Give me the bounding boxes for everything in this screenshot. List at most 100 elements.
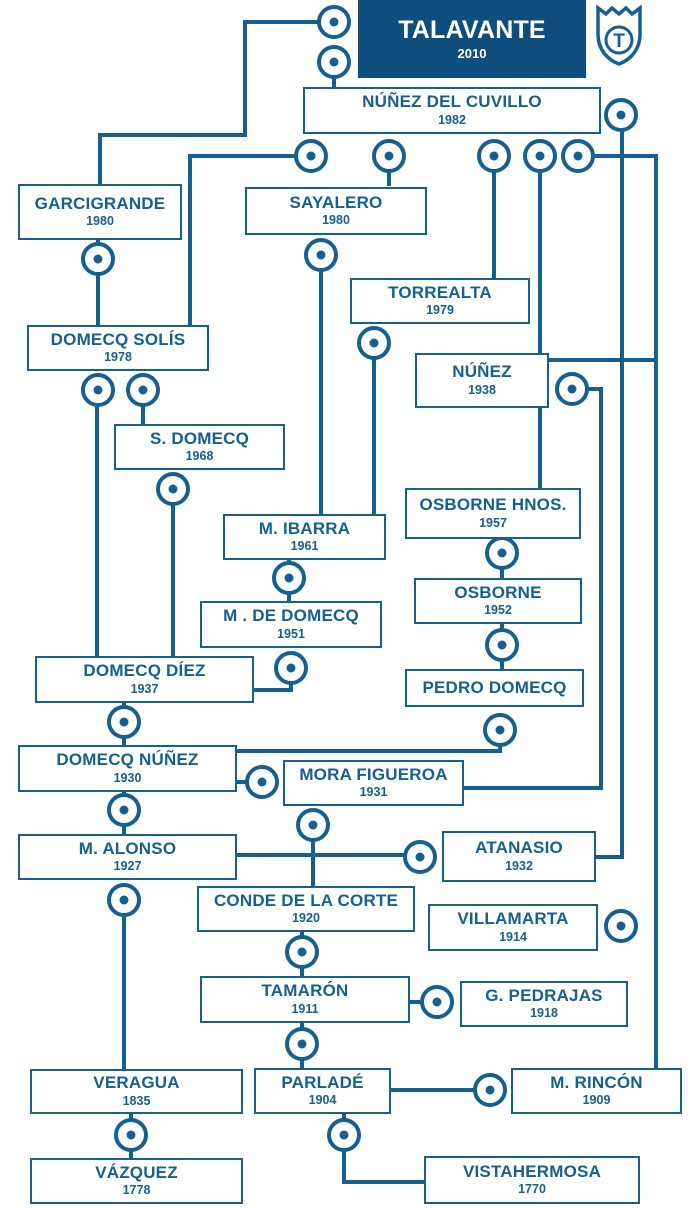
node-nunez-del-cuvillo: NÚÑEZ DEL CUVILLO 1982	[303, 87, 601, 134]
connector-node-center	[308, 820, 318, 830]
connector-node-center	[297, 947, 307, 957]
connector-node-center	[573, 151, 583, 161]
node-nunez: NÚÑEZ 1938	[415, 353, 549, 408]
node-name: NÚÑEZ	[452, 362, 512, 382]
connector-node-center	[138, 385, 148, 395]
node-m-de-domecq: M . DE DOMECQ 1951	[200, 601, 382, 648]
node-osborne: OSBORNE 1952	[414, 578, 582, 624]
connector-node-center	[257, 777, 267, 787]
node-parlade: PARLADÉ 1904	[254, 1068, 391, 1114]
node-year: 1980	[86, 214, 114, 229]
connector-node-center	[306, 151, 316, 161]
connector-node-center	[329, 57, 339, 67]
connector-node-center	[432, 997, 442, 1007]
connector-node-center	[495, 725, 505, 735]
shield-logo-icon: T	[596, 4, 642, 66]
node-year: 1778	[122, 1183, 151, 1198]
node-vazquez: VÁZQUEZ 1778	[30, 1158, 243, 1204]
node-name: VÁZQUEZ	[95, 1162, 178, 1182]
node-name: TAMARÓN	[261, 981, 349, 1001]
node-name: VILLAMARTA	[457, 909, 569, 929]
node-m-alonso: M. ALONSO 1927	[18, 834, 237, 880]
node-pedro-domecq: PEDRO DOMECQ	[405, 669, 584, 707]
node-domecq-diez: DOMECQ DÍEZ 1937	[35, 656, 254, 703]
node-year: 1927	[113, 859, 142, 874]
node-year: 1968	[185, 449, 214, 464]
connector-node-center	[567, 384, 577, 394]
node-year: 1930	[113, 770, 142, 785]
node-year: 1952	[484, 603, 512, 618]
node-name: DOMECQ DÍEZ	[83, 661, 206, 681]
svg-text:T: T	[613, 31, 625, 52]
node-year: 1904	[308, 1093, 337, 1108]
node-torrealta: TORREALTA 1979	[350, 278, 530, 324]
node-year: 1982	[438, 112, 466, 127]
node-name: VERAGUA	[93, 1073, 180, 1093]
node-name: OSBORNE	[454, 582, 542, 602]
connector-node-center	[535, 151, 545, 161]
node-year: 1978	[104, 350, 132, 365]
node-domecq-nunez: DOMECQ NÚÑEZ 1930	[18, 745, 237, 792]
connector-node-center	[497, 548, 507, 558]
node-name: S. DOMECQ	[149, 428, 250, 448]
node-year: 1951	[277, 626, 305, 641]
node-name: VISTAHERMOSA	[462, 1161, 602, 1181]
node-year: 1980	[322, 213, 350, 228]
connector-node-center	[616, 110, 626, 120]
node-year: 1911	[291, 1001, 319, 1016]
node-g-pedrajas: G. PEDRAJAS 1918	[460, 981, 628, 1027]
node-name: ATANASIO	[475, 838, 563, 858]
connector-node-center	[119, 717, 129, 727]
connector-node-center	[485, 1085, 495, 1095]
connector-node-center	[497, 640, 507, 650]
node-name: TORREALTA	[388, 282, 492, 302]
connector-node-center	[369, 338, 379, 348]
node-garcigrande: GARCIGRANDE 1980	[18, 184, 182, 240]
node-m-rincon: M. RINCÓN 1909	[511, 1068, 682, 1114]
node-villamarta: VILLAMARTA 1914	[428, 904, 598, 951]
node-name: PEDRO DOMECQ	[422, 677, 567, 697]
node-name: M. RINCÓN	[550, 1072, 643, 1092]
node-conde-de-la-corte: CONDE DE LA CORTE 1920	[197, 886, 415, 932]
connector-node-center	[329, 17, 339, 27]
connector-node-center	[316, 250, 326, 260]
node-name: DOMECQ NÚÑEZ	[56, 750, 199, 770]
node-m-ibarra: M. IBARRA 1961	[223, 514, 386, 560]
connector-node-center	[168, 484, 178, 494]
connector-node-center	[616, 921, 626, 931]
node-year: 1770	[518, 1182, 546, 1197]
connector-node-center	[339, 1130, 349, 1140]
connector-node-center	[415, 852, 425, 862]
node-year: 1835	[122, 1093, 151, 1108]
connector-node-center	[119, 895, 129, 905]
node-mora-figueroa: MORA FIGUEROA 1931	[283, 760, 464, 806]
node-veragua: VERAGUA 1835	[30, 1069, 243, 1114]
node-name: GARCIGRANDE	[34, 193, 166, 213]
node-s-domecq: S. DOMECQ 1968	[114, 424, 285, 470]
connector-node-center	[384, 151, 394, 161]
connector-node-center	[286, 663, 296, 673]
node-name: DOMECQ SOLÍS	[50, 329, 186, 349]
node-name: MORA FIGUEROA	[299, 764, 448, 784]
node-name: TALAVANTE	[398, 15, 546, 44]
connector-node-center	[93, 254, 103, 264]
connector-node-center	[284, 573, 294, 583]
node-year: 1920	[292, 911, 320, 926]
node-year: 1979	[426, 303, 454, 318]
node-tamaron: TAMARÓN 1911	[200, 976, 410, 1023]
node-osborne-hnos: OSBORNE HNOS. 1957	[405, 488, 581, 539]
connector-node-center	[93, 385, 103, 395]
node-talavante: TALAVANTE 2010	[358, 0, 586, 78]
node-year: 1937	[130, 681, 159, 696]
node-name: PARLADÉ	[281, 1072, 364, 1092]
connector-node-center	[126, 1130, 136, 1140]
connector-node-center	[489, 151, 499, 161]
connector-node-center	[119, 805, 129, 815]
node-year: 1961	[290, 539, 319, 554]
node-name: CONDE DE LA CORTE	[213, 890, 399, 910]
node-name: M. ALONSO	[78, 838, 177, 858]
node-name: SAYALERO	[289, 192, 383, 212]
node-year: 1957	[479, 515, 507, 530]
node-name: M. IBARRA	[258, 518, 351, 538]
